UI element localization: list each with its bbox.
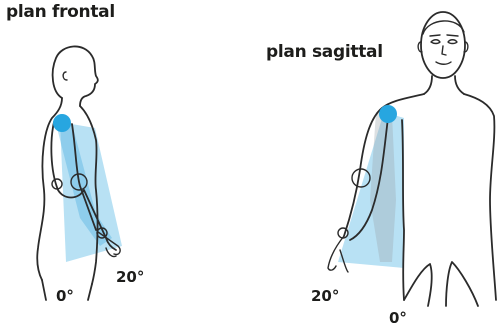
frontal-angle-end: 20° [116, 268, 144, 286]
sagittal-angle-end: 20° [311, 287, 339, 305]
sagittal-head [421, 12, 465, 78]
sagittal-neck-right [455, 76, 464, 94]
sagittal-title: plan sagittal [266, 42, 383, 62]
sagittal-nose [442, 46, 446, 55]
frontal-shoulder-joint [53, 114, 71, 132]
frontal-figure [37, 46, 122, 300]
frontal-title: plan frontal [6, 2, 115, 22]
sagittal-left-brow [430, 35, 440, 36]
sagittal-right-side [464, 94, 496, 300]
sagittal-leg-inner-left [404, 264, 432, 306]
sagittal-angle-start: 0° [389, 309, 407, 327]
frontal-angle-start: 0° [56, 287, 74, 305]
sagittal-hair [423, 21, 464, 34]
sagittal-leg-inner-right [446, 262, 478, 306]
sagittal-left-eye [431, 40, 440, 44]
sagittal-neck-left [424, 76, 432, 94]
frontal-head-outline [53, 46, 98, 106]
frontal-ear [63, 72, 67, 80]
sagittal-right-eye [448, 40, 457, 44]
sagittal-mouth [436, 62, 451, 64]
sagittal-shoulder-joint [379, 105, 397, 123]
frontal-leg-front [88, 284, 92, 300]
sagittal-right-brow [447, 35, 458, 36]
frontal-leg-back [42, 280, 46, 300]
